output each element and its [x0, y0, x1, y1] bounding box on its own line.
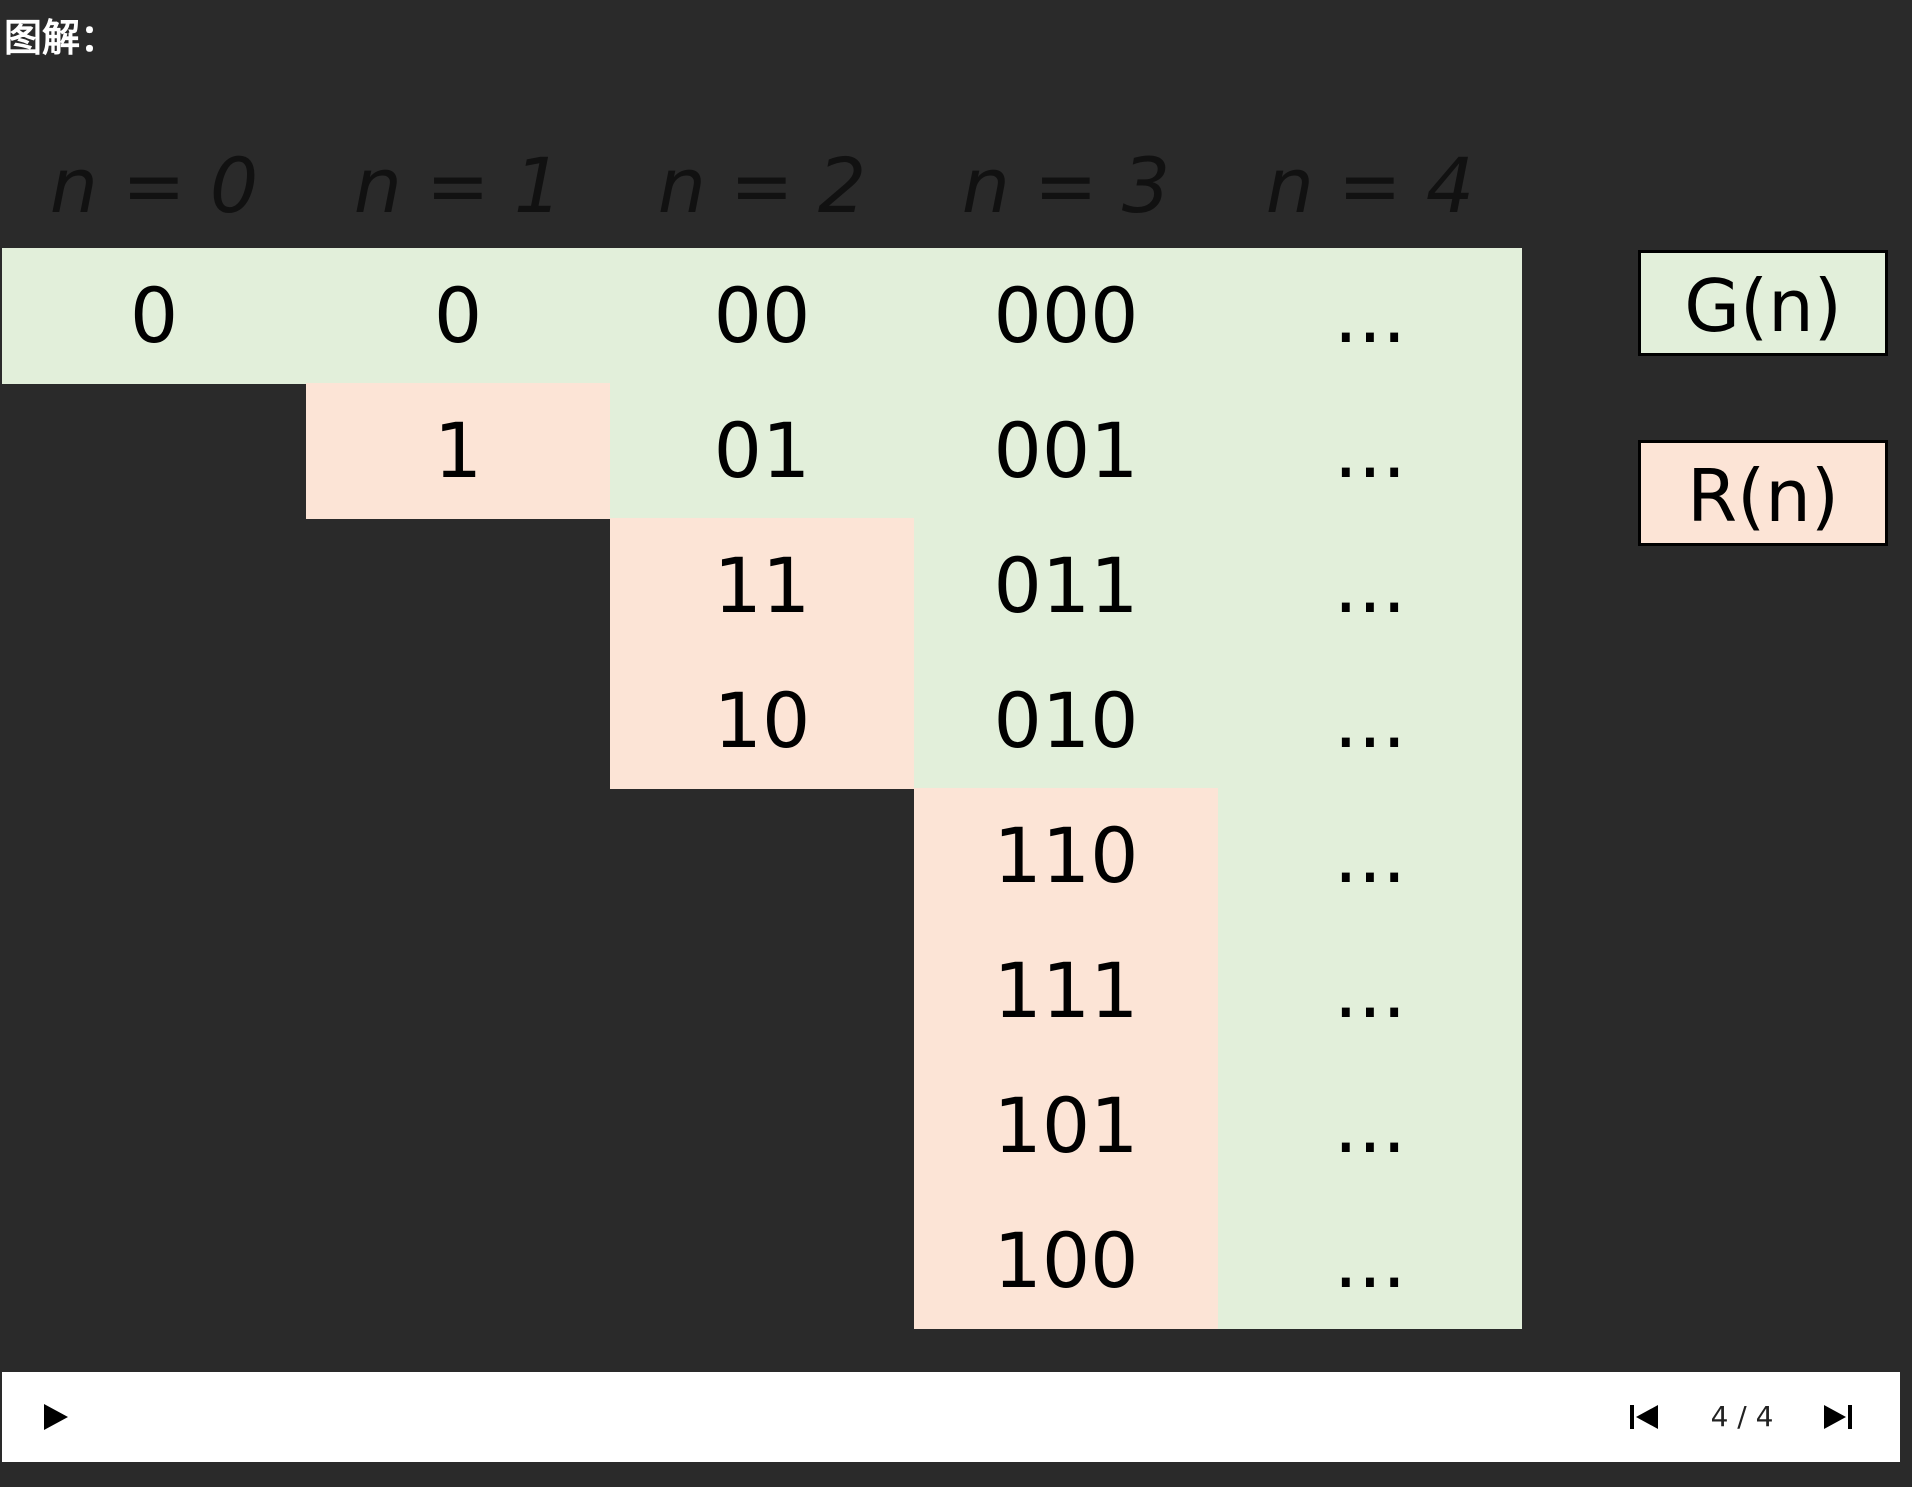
code-cell-n3-row0: 000: [914, 248, 1218, 384]
code-cell-n3-row4: 110: [914, 788, 1218, 924]
code-cell-n4-row6: ...: [1218, 1058, 1522, 1194]
code-cell-n4-row7: ...: [1218, 1193, 1522, 1329]
column-header-n1: n = 1: [353, 141, 563, 230]
code-cell-n4-row1: ...: [1218, 383, 1522, 519]
code-cell-n4-row0: ...: [1218, 248, 1522, 384]
next-button[interactable]: [1816, 1395, 1860, 1439]
code-cell-n4-row5: ...: [1218, 923, 1522, 1059]
code-cell-n4-row4: ...: [1218, 788, 1522, 924]
code-cell-n3-row2: 011: [914, 518, 1218, 654]
code-cell-n3-row7: 100: [914, 1193, 1218, 1329]
column-header-n3: n = 3: [961, 141, 1171, 230]
legend-g: G(n): [1638, 250, 1888, 356]
code-cell-n2-row0: 00: [610, 248, 914, 384]
code-cell-n3-row6: 101: [914, 1058, 1218, 1194]
skip-previous-icon: [1630, 1405, 1658, 1429]
code-cell-n3-row3: 010: [914, 653, 1218, 789]
code-cell-n4-row3: ...: [1218, 653, 1522, 789]
code-cell-n2-row3: 10: [610, 653, 914, 789]
code-cell-n3-row1: 001: [914, 383, 1218, 519]
code-cell-n0-row0: 0: [2, 248, 306, 384]
code-cell-n3-row5: 111: [914, 923, 1218, 1059]
previous-button[interactable]: [1622, 1395, 1666, 1439]
player-control-bar: 4 / 4: [2, 1372, 1900, 1462]
column-header-n2: n = 2: [657, 141, 867, 230]
play-icon: [44, 1404, 68, 1430]
play-button[interactable]: [32, 1394, 78, 1440]
code-cell-n2-row1: 01: [610, 383, 914, 519]
skip-next-icon: [1824, 1405, 1852, 1429]
column-header-n4: n = 4: [1265, 141, 1475, 230]
code-cell-n1-row1: 1: [306, 383, 610, 519]
code-cell-n2-row2: 11: [610, 518, 914, 654]
legend-r: R(n): [1638, 440, 1888, 546]
heading: 图解：: [4, 16, 119, 60]
code-cell-n1-row0: 0: [306, 248, 610, 384]
page-counter: 4 / 4: [1710, 1400, 1774, 1433]
code-cell-n4-row2: ...: [1218, 518, 1522, 654]
column-header-n0: n = 0: [49, 141, 259, 230]
